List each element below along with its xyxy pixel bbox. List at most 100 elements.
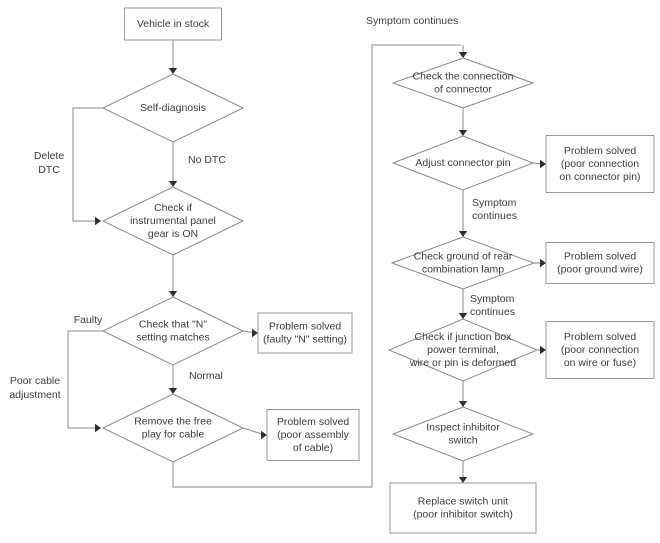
edge-remove-free-play-to-solved [242,427,267,440]
edge-label-normal: Normal [189,370,223,382]
edge-poor-cable-adjustment-loop [67,330,103,433]
node-check-connection-of-connector-label-line-1: Check the connection [413,70,514,82]
node-check-ground-rear-combination-lamp-label-line-1: Check ground of rear [414,250,513,262]
node-check-ground-rear-combination-lamp-shape[interactable] [390,236,536,290]
edge-label-poor-cable-adjustment-line1: Poor cable [10,375,60,387]
node-problem-solved-faulty-n-setting-label-line-2: (faulty "N" setting) [263,333,347,345]
edge-delete-dtc-loop [72,107,103,226]
node-problem-solved-poor-assembly-of-cable-label-line-2: (poor assembly [277,429,350,441]
edge-delete-dtc-loop-line [72,107,103,222]
node-check-ground-rear-combination-lamp-label-line-2: combination lamp [422,263,504,275]
node-check-junction-box-power-terminal-shape[interactable] [387,318,539,382]
node-adjust-connector-pin[interactable]: Adjust connector pin [391,135,535,191]
edge-vehicle-to-self-diagnosis-arrowhead [168,68,178,74]
edge-inspect-switch-to-replace-unit-arrowhead [458,477,468,483]
node-problem-solved-poor-assembly-of-cable-label-line-1: Problem solved [277,416,350,428]
node-remove-free-play-for-cable-shape[interactable] [101,393,245,463]
node-check-instrumental-panel-gear-label-line-3: gear is ON [148,228,198,240]
edge-check-ground-to-junction-box-arrowhead [458,313,468,319]
node-problem-solved-poor-connection-wire-or-fuse-label-line-3: on wire or fuse) [564,357,636,369]
edge-symptom-continues-entry [458,45,468,58]
edge-adjust-pin-to-solved [532,159,546,169]
node-problem-solved-poor-ground-wire[interactable]: Problem solved(poor ground wire) [545,242,655,284]
edge-check-ground-to-junction-box [458,289,468,319]
edge-self-diagnosis-no-dtc [168,142,178,187]
node-remove-free-play-for-cable-label-line-2: play for cable [142,428,205,440]
edge-label-no-dtc: No DTC [188,154,226,166]
edge-label-symptom-continues-after-pin-line2: continues [472,210,517,222]
edge-n-setting-to-solved-arrowhead [252,328,258,338]
edge-self-diagnosis-no-dtc-arrowhead [168,181,178,187]
node-check-instrumental-panel-gear-shape[interactable] [101,186,245,256]
node-problem-solved-poor-assembly-of-cable-shape[interactable] [266,409,360,461]
edge-check-ground-to-solved [534,258,546,268]
node-problem-solved-poor-assembly-of-cable-label-line-3: of cable) [293,442,333,454]
edge-junction-box-to-inspect-switch [458,381,468,407]
edge-junction-box-to-solved-arrowhead [540,345,546,355]
edge-vehicle-to-self-diagnosis [168,40,178,74]
node-adjust-connector-pin-shape[interactable] [391,135,535,191]
edge-label-poor-cable-adjustment-line2: adjustment [9,389,60,401]
node-adjust-connector-pin-label-line-1: Adjust connector pin [415,157,510,169]
node-problem-solved-poor-connection-wire-or-fuse-label-line-1: Problem solved [564,331,637,343]
edge-delete-dtc-loop-arrowhead [95,216,101,226]
node-self-diagnosis[interactable]: Self-diagnosis [101,73,245,143]
edge-panel-to-n-setting [168,255,178,297]
node-replace-switch-unit[interactable]: Replace switch unit(poor inhibitor switc… [389,482,537,534]
node-vehicle-in-stock-label-line-1: Vehicle in stock [137,18,210,30]
node-check-n-setting-matches-label-line-1: Check that "N" [139,318,207,330]
node-inspect-inhibitor-switch-label-line-2: switch [448,434,477,446]
node-check-connection-of-connector-label-line-2: of connector [434,83,492,95]
edge-poor-cable-adjustment-loop-line [67,330,103,429]
edge-symptom-continues-entry-arrowhead [458,52,468,58]
node-self-diagnosis-shape[interactable] [101,73,245,143]
node-check-connection-of-connector-shape[interactable] [391,57,535,109]
edge-label-delete-dtc-line1: Delete [34,150,65,162]
edge-junction-box-to-solved [537,345,546,355]
node-check-n-setting-matches-shape[interactable] [101,296,245,366]
node-replace-switch-unit-shape[interactable] [389,482,537,534]
node-vehicle-in-stock-shape[interactable] [124,7,222,41]
node-problem-solved-poor-connection-connector-pin-label-line-3: on connector pin) [559,171,640,183]
edge-check-ground-to-solved-arrowhead [540,258,546,268]
node-problem-solved-poor-connection-connector-pin-label-line-1: Problem solved [564,145,637,157]
node-vehicle-in-stock[interactable]: Vehicle in stock [124,7,222,41]
edge-label-symptom-continues-top: Symptom continues [366,15,458,27]
node-problem-solved-poor-connection-wire-or-fuse-label-line-2: (poor connection [561,344,639,356]
node-problem-solved-poor-connection-wire-or-fuse-shape[interactable] [545,321,655,379]
node-check-junction-box-power-terminal-label-line-3: wire or pin is deformed [409,357,516,369]
edge-n-setting-to-solved [242,328,258,338]
edge-n-setting-normal-to-remove-free-play [168,365,178,394]
node-check-n-setting-matches-label-line-2: setting matches [136,331,210,343]
node-problem-solved-poor-ground-wire-shape[interactable] [545,242,655,284]
node-self-diagnosis-label-line-1: Self-diagnosis [140,102,206,114]
edge-label-delete-dtc-line2: DTC [38,164,60,176]
edge-remove-free-play-to-solved-arrowhead [261,430,267,440]
node-problem-solved-poor-connection-connector-pin-shape[interactable] [545,135,655,193]
edge-adjust-pin-to-check-ground-arrowhead [458,231,468,237]
node-check-n-setting-matches[interactable]: Check that "N"setting matches [101,296,245,366]
edge-n-setting-normal-to-remove-free-play-arrowhead [168,388,178,394]
edge-connector-to-adjust-pin [458,108,468,136]
node-remove-free-play-for-cable-label-line-1: Remove the free [134,415,212,427]
node-problem-solved-faulty-n-setting-shape[interactable] [257,312,353,354]
node-inspect-inhibitor-switch-shape[interactable] [391,406,535,462]
node-check-instrumental-panel-gear-label-line-1: Check if [154,202,192,214]
node-problem-solved-faulty-n-setting[interactable]: Problem solved(faulty "N" setting) [257,312,353,354]
edge-remove-free-play-to-right-column-line [172,44,461,488]
node-check-junction-box-power-terminal-label-line-1: Check if junction box [415,331,513,343]
edge-label-symptom-continues-after-ground-line2: continues [470,306,515,318]
edge-poor-cable-adjustment-loop-arrowhead [95,423,101,433]
